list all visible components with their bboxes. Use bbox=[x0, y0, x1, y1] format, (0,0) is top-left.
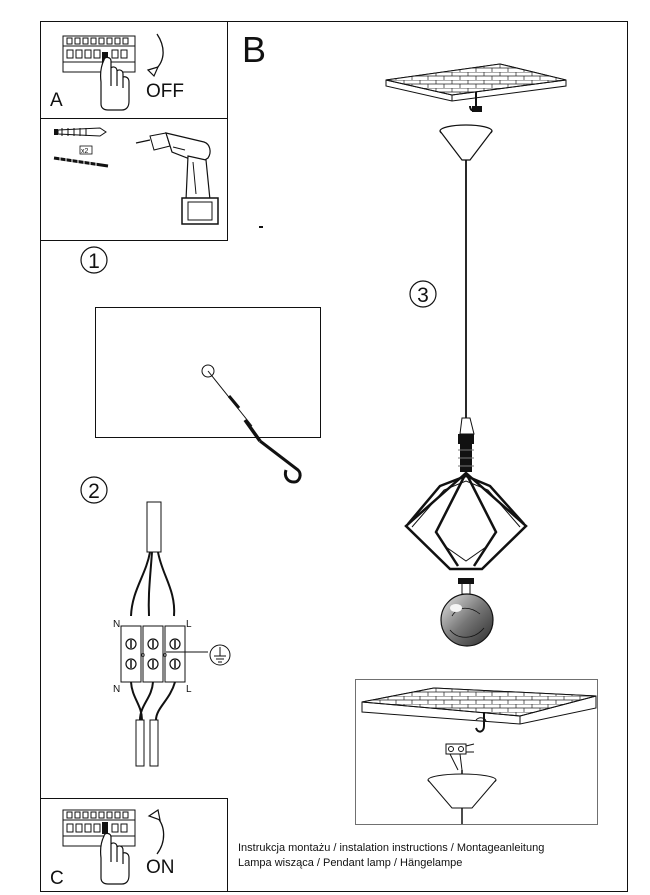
panel-b-letter: B bbox=[242, 29, 266, 70]
step-2-number: 2 bbox=[88, 480, 100, 503]
cable-top bbox=[130, 501, 176, 617]
hook-icon bbox=[259, 439, 302, 484]
drill-icon bbox=[135, 132, 219, 225]
outer-frame bbox=[40, 21, 628, 892]
step-1-number: 1 bbox=[88, 250, 100, 273]
wall-plug-icon bbox=[54, 127, 107, 137]
hand-icon bbox=[100, 832, 130, 885]
panel-c-letter: C bbox=[50, 868, 64, 889]
anchor-qty-label: x2 bbox=[81, 148, 89, 155]
step-3: 3 bbox=[385, 63, 567, 647]
screw-icon bbox=[53, 156, 109, 168]
breaker-icon bbox=[62, 809, 136, 847]
bulb-icon bbox=[440, 593, 494, 647]
pendant-lamp-icon bbox=[404, 124, 528, 647]
arrow-icon bbox=[154, 33, 164, 71]
wire-label-l-bottom: L bbox=[186, 684, 192, 695]
hand-icon bbox=[100, 56, 130, 111]
step-3-number: 3 bbox=[417, 284, 429, 307]
ceiling-slab bbox=[385, 63, 567, 102]
panel-c: C ON bbox=[40, 798, 228, 892]
arrow-icon bbox=[155, 815, 165, 855]
panel-a: A OFF bbox=[40, 21, 228, 119]
power-off-label: OFF bbox=[146, 81, 184, 102]
step-2: 2 o o N L N L bbox=[80, 476, 231, 767]
cable-bottom bbox=[130, 681, 176, 767]
step-1: 1 bbox=[80, 246, 321, 484]
svg-text:o: o bbox=[163, 652, 167, 659]
terminal-block: o o bbox=[120, 625, 186, 683]
breaker-icon bbox=[62, 35, 136, 73]
wire-label-l-top: L bbox=[186, 619, 192, 630]
hook-icon bbox=[475, 712, 485, 733]
wire-label-n-top: N bbox=[113, 619, 120, 630]
power-on-label: ON bbox=[146, 857, 175, 878]
ground-icon bbox=[209, 644, 231, 666]
svg-text:o: o bbox=[141, 652, 145, 659]
ceiling-plate-outline bbox=[95, 307, 321, 438]
tools-panel: x2 bbox=[40, 118, 263, 241]
wire-connector bbox=[445, 743, 475, 771]
caption-instructions: Instrukcja montażu / instalation instruc… bbox=[238, 842, 545, 854]
caption-product: Lampa wisząca / Pendant lamp / Hängelamp… bbox=[238, 857, 463, 869]
panel-a-letter: A bbox=[50, 90, 63, 111]
ceiling-detail-inset bbox=[355, 679, 598, 825]
wire-label-n-bottom: N bbox=[113, 684, 120, 695]
